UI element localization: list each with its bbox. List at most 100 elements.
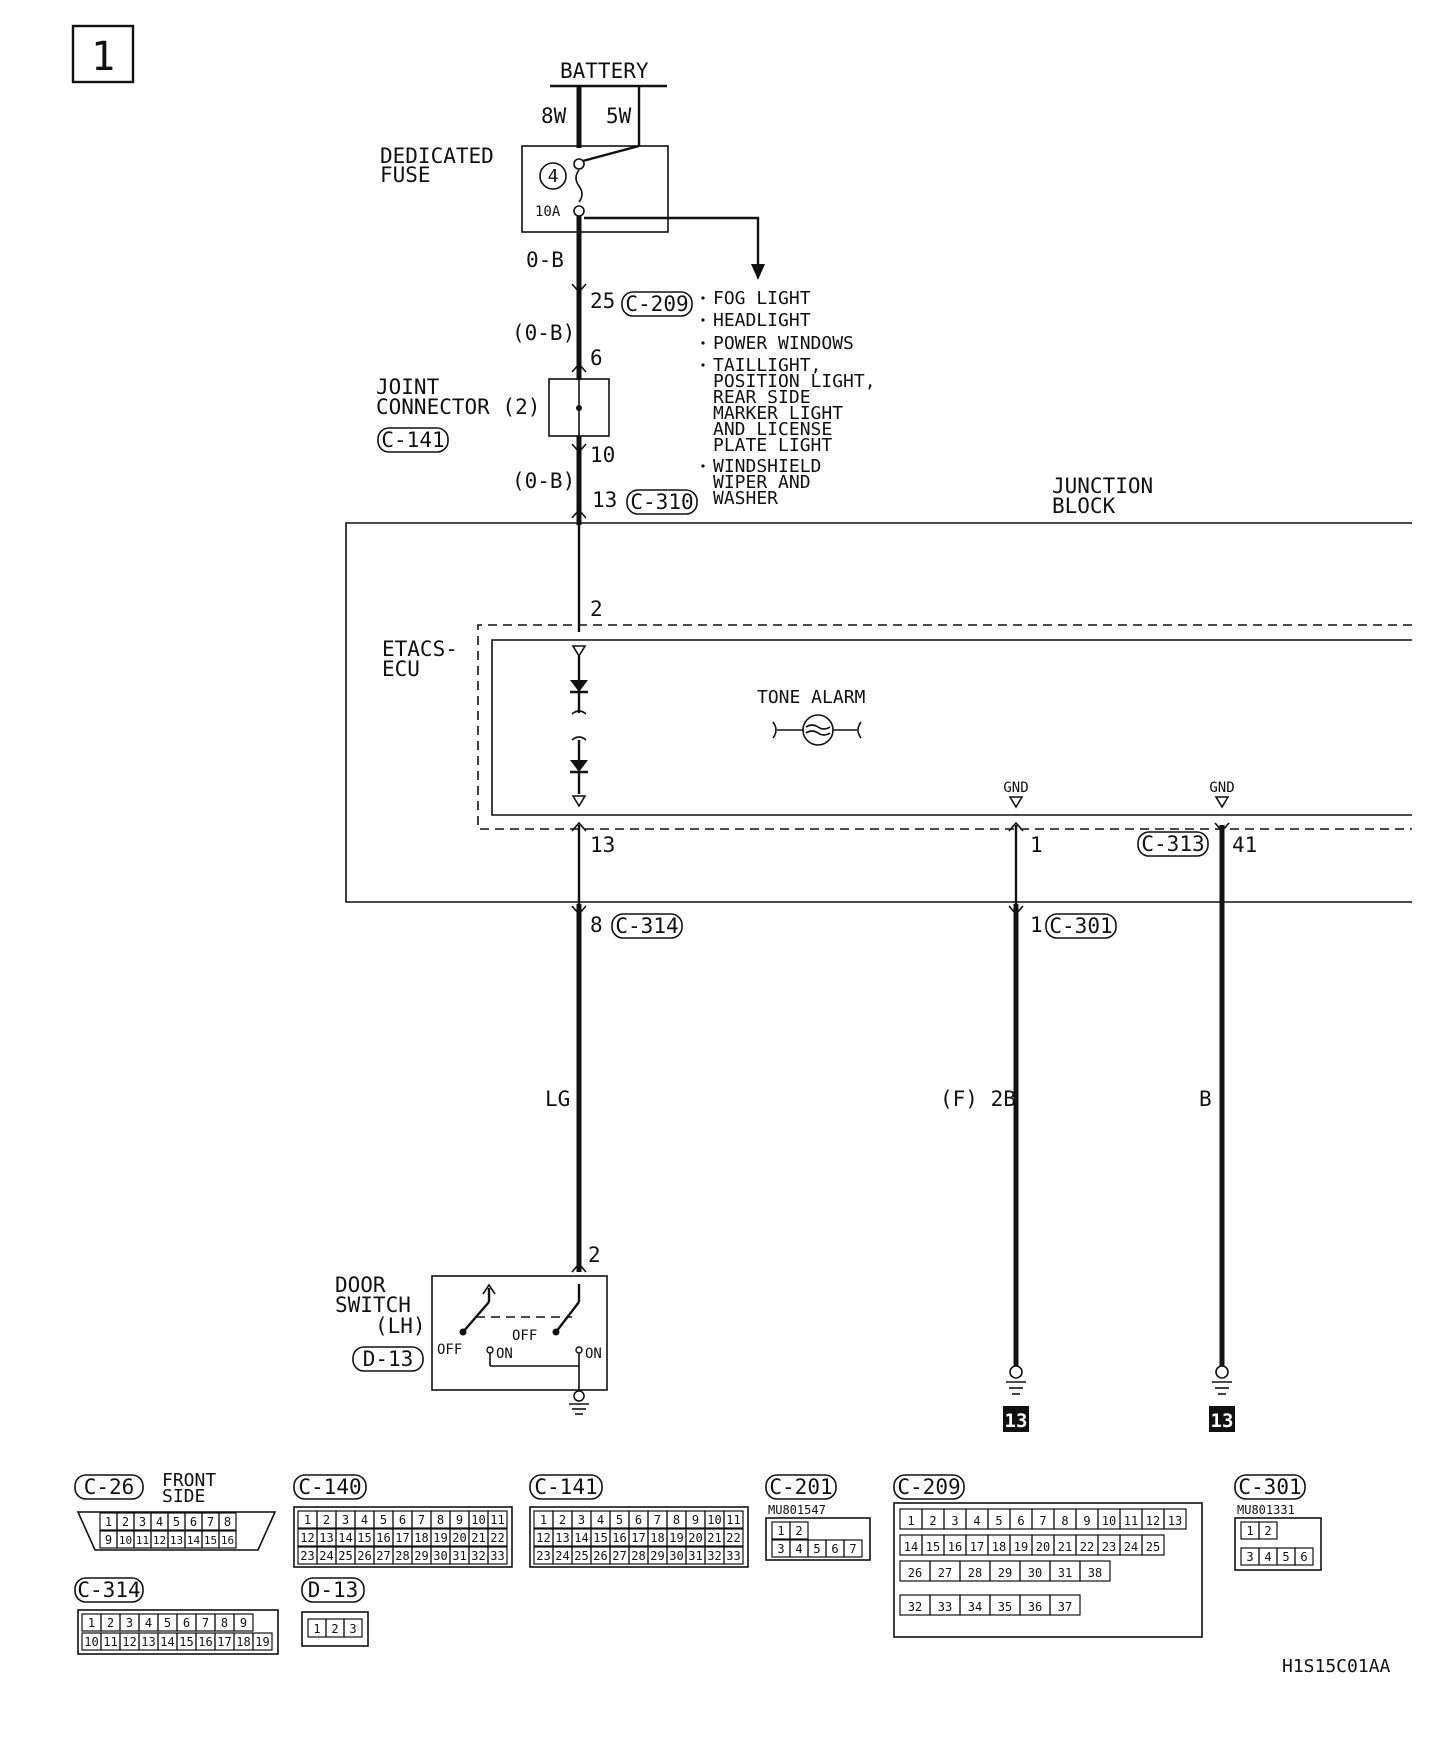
connector-pin-number: 30	[669, 1549, 683, 1563]
connector-pin-number: 12	[536, 1531, 550, 1545]
connector-pin-cell	[343, 1618, 363, 1638]
c209-id-pill	[621, 291, 693, 317]
connector-pin-number: 9	[240, 1616, 247, 1630]
connector-housing	[765, 1517, 871, 1561]
connector-pin-number: 7	[207, 1515, 214, 1529]
connector-pin-number: 37	[1058, 1600, 1072, 1614]
connector-pin-number: 15	[357, 1531, 371, 1545]
svg-text:MU801331: MU801331	[1237, 1503, 1295, 1517]
connector-pin-number: 3	[578, 1513, 585, 1527]
load-taillight-6: PLATE LIGHT	[713, 435, 832, 456]
connector-pin-number: 18	[650, 1531, 664, 1545]
diode-1-icon	[570, 680, 588, 692]
connector-pin-number: 20	[688, 1531, 702, 1545]
connector-pin-number: 20	[1036, 1540, 1050, 1554]
c313-id: C-313	[1141, 832, 1204, 856]
connector-housing	[77, 1609, 279, 1655]
connector-pin-number: 29	[414, 1549, 428, 1563]
connector-pin-number: 4	[795, 1542, 802, 1556]
connector-pin-number: 4	[973, 1514, 980, 1528]
connector-pin-number: 38	[1088, 1566, 1102, 1580]
connector-pin-cell	[1294, 1547, 1314, 1566]
c314-id-pill	[611, 913, 683, 939]
connector-pin-number: 15	[204, 1534, 217, 1547]
connector-pin-number: 21	[1058, 1540, 1072, 1554]
connector-pin-number: 3	[126, 1616, 133, 1630]
connector-pin-number: 10	[707, 1513, 721, 1527]
page-number: 1	[91, 34, 115, 80]
connector-pin-cell	[723, 1510, 744, 1529]
svg-text:C-314: C-314	[77, 1578, 140, 1602]
connector-pin-number: 1	[777, 1524, 784, 1538]
connector-pin-number: 33	[490, 1549, 504, 1563]
connector-pin-number: 31	[688, 1549, 702, 1563]
load-taillight-1: TAILLIGHT,	[713, 355, 821, 376]
connector-pin-number: 23	[1102, 1540, 1116, 1554]
svg-text:D-13: D-13	[308, 1578, 359, 1602]
connector-pin-number: 25	[338, 1549, 352, 1563]
joint-label-line1: JOINT	[376, 375, 440, 399]
connector-pin-number: 24	[1124, 1540, 1138, 1554]
c314-pin: 8	[590, 913, 603, 937]
load-taillight-3: REAR SIDE	[713, 387, 811, 408]
door-switch-contacts: OFF ON OFF ON	[437, 1283, 602, 1415]
etacs-out-terminal	[571, 795, 587, 808]
c301-pin: 1	[1030, 913, 1043, 937]
connector-pin-number: 1	[1246, 1524, 1253, 1538]
fuse-label-line1: DEDICATED	[380, 144, 494, 168]
connector-pin-number: 4	[1264, 1550, 1271, 1564]
c301-id-pill	[1045, 913, 1117, 939]
connector-pin-number: 11	[490, 1513, 504, 1527]
c209-id: C-209	[625, 292, 688, 316]
etacs-in-terminal	[571, 645, 587, 658]
connector-pin-number: 3	[777, 1542, 784, 1556]
load-wiper-1: WINDSHIELD	[713, 456, 821, 477]
wire-0b-label-3: (0-B)	[512, 469, 575, 493]
c209-mark	[571, 283, 587, 294]
connector-pin-number: 2	[323, 1513, 330, 1527]
connector-pin-number: 7	[418, 1513, 425, 1527]
connector-pin-number: 32	[707, 1549, 721, 1563]
connector-pin-cell	[487, 1528, 508, 1547]
connector-pin-number: 26	[593, 1549, 607, 1563]
connector-pin-cell	[218, 1512, 237, 1531]
connector-pin-number: 13	[170, 1534, 183, 1547]
connector-pin-cell	[233, 1613, 254, 1632]
connector-pin-number: 5	[164, 1616, 171, 1630]
fuse-number: 4	[548, 166, 559, 187]
connector-pin-number: 4	[597, 1513, 604, 1527]
connector-pin-number: 28	[395, 1549, 409, 1563]
connector-pin-number: 3	[139, 1515, 146, 1529]
connector-pin-number: 19	[433, 1531, 447, 1545]
c209-pin: 25	[590, 289, 615, 313]
connector-pin-number: 16	[221, 1534, 234, 1547]
connector-pin-number: 5	[995, 1514, 1002, 1528]
connector-pin-number: 13	[319, 1531, 333, 1545]
load-wiper-3: WASHER	[713, 488, 778, 509]
connector-pin-number: 29	[998, 1566, 1012, 1580]
connector-pin-cell	[1258, 1521, 1278, 1540]
connector-pin-number: 1	[304, 1513, 311, 1527]
connector-pin-number: 23	[536, 1549, 550, 1563]
connector-pin-number: 2	[122, 1515, 129, 1529]
connector-pin-number: 14	[160, 1635, 174, 1649]
c301-id: C-301	[1049, 914, 1112, 938]
connector-pin-number: 8	[437, 1513, 444, 1527]
connector-pin-number: 30	[1028, 1566, 1042, 1580]
svg-text:C-26: C-26	[84, 1475, 135, 1499]
connector-pin-number: 36	[1028, 1600, 1042, 1614]
connector-pin-number: 15	[926, 1540, 940, 1554]
connector-pin-number: 7	[1039, 1514, 1046, 1528]
connector-pin-number: 11	[1124, 1514, 1138, 1528]
connector-pin-number: 2	[1264, 1524, 1271, 1538]
etacs-pin-out: 13	[590, 833, 615, 857]
connector-pin-number: 27	[612, 1549, 626, 1563]
connector-pin-number: 2	[559, 1513, 566, 1527]
connector-pin-number: 7	[849, 1542, 856, 1556]
load-power-windows: POWER WINDOWS	[713, 333, 854, 354]
connector-pin-cell	[1141, 1534, 1165, 1556]
connector-pin-number: 35	[998, 1600, 1012, 1614]
